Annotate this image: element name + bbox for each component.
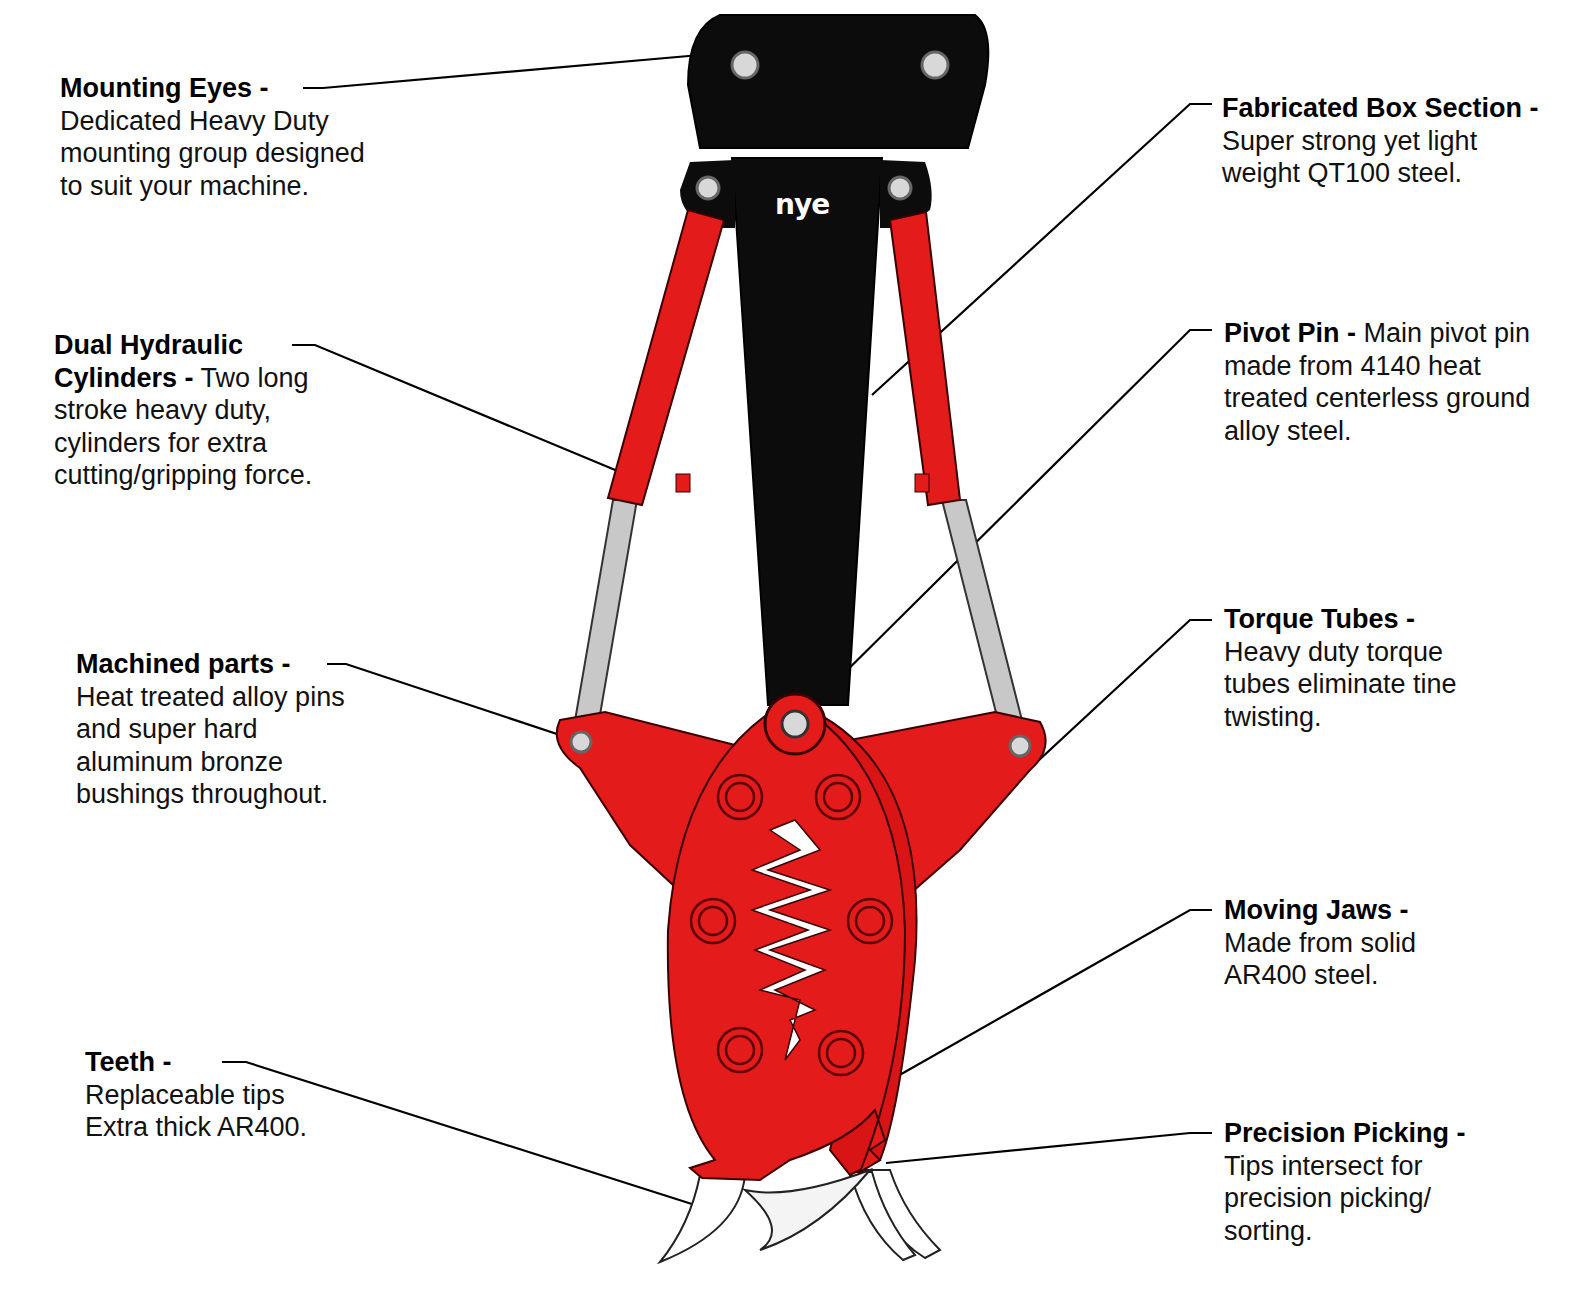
leader-lines (222, 55, 1212, 1205)
moving-jaws-callout: Moving Jaws - Made from solid AR400 stee… (1224, 894, 1464, 992)
callout-heading: Teeth - (85, 1046, 347, 1079)
callout-body: Dedicated Heavy Duty mounting group desi… (60, 106, 365, 201)
callout-body: Tips intersect for precision picking/ so… (1224, 1151, 1431, 1246)
fabricated-box-section (732, 158, 882, 705)
pivot-pin (782, 711, 808, 737)
callout-body: Made from solid AR400 steel. (1224, 928, 1416, 991)
callout-body: Super strong yet light weight QT100 stee… (1222, 126, 1477, 189)
pivot-boss (765, 694, 825, 754)
machined-parts-callout: Machined parts - Heat treated alloy pins… (76, 648, 366, 811)
torque-tubes-callout: Torque Tubes - Heavy duty torque tubes e… (1224, 603, 1494, 733)
callout-heading: Precision Picking - (1224, 1117, 1524, 1150)
teeth-callout: Teeth - Replaceable tips Extra thick AR4… (85, 1046, 347, 1144)
teeth-tips (660, 1170, 940, 1262)
callout-heading: Moving Jaws - (1224, 894, 1464, 927)
box-section-callout: Fabricated Box Section - Super strong ye… (1222, 92, 1540, 190)
callout-body: Heavy duty torque tubes eliminate tine t… (1224, 637, 1457, 732)
hydraulic-cylinders (608, 210, 960, 505)
mounting-head (688, 15, 988, 148)
moving-jaw-front (668, 700, 905, 1180)
torque-tubes (691, 775, 892, 1075)
precision-picking-callout: Precision Picking - Tips intersect for p… (1224, 1117, 1524, 1247)
mounting-eyes-callout: Mounting Eyes - Dedicated Heavy Duty mou… (60, 72, 370, 202)
tooth-gap (752, 820, 830, 1060)
callout-heading: Fabricated Box Section - (1222, 93, 1539, 123)
callout-heading: Pivot Pin - (1224, 318, 1356, 348)
cylinders-callout: Dual Hydraulic Cylinders - Two long stro… (54, 329, 354, 492)
callout-heading: Torque Tubes - (1224, 603, 1494, 636)
brand-logo: nye (775, 188, 829, 221)
pivot-pin-callout: Pivot Pin - Main pivot pin made from 414… (1224, 317, 1544, 447)
callout-heading: Machined parts - (76, 648, 366, 681)
mounting-eyes (571, 52, 1030, 756)
callout-body: Heat treated alloy pins and super hard a… (76, 682, 345, 810)
callout-heading: Mounting Eyes - (60, 72, 370, 105)
callout-body: Replaceable tips Extra thick AR400. (85, 1080, 307, 1143)
